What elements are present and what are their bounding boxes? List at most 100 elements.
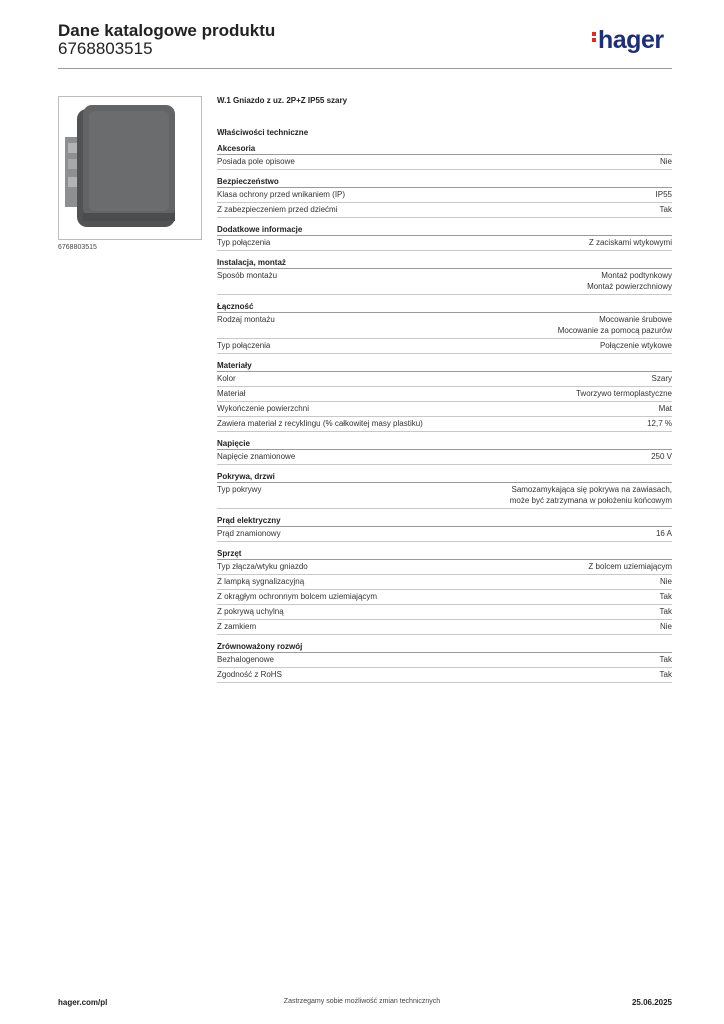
spec-row: Typ połączenia Połączenie wtykowe bbox=[217, 339, 672, 354]
spec-value-line: Montaż podtynkowy bbox=[601, 271, 672, 280]
spec-value-line: Mocowanie śrubowe bbox=[599, 315, 672, 324]
spec-label: Typ połączenia bbox=[217, 341, 271, 350]
spec-row: Wykończenie powierzchni Mat bbox=[217, 402, 672, 417]
spec-row: Typ złącza/wtyku gniazdo Z bolcem uziemia… bbox=[217, 560, 672, 575]
spec-value-line: Nie bbox=[659, 622, 672, 631]
logo-text: hager bbox=[598, 26, 664, 54]
image-caption: 6768803515 bbox=[58, 244, 97, 251]
group-title: Materiały bbox=[217, 360, 672, 372]
spec-value: Mat bbox=[659, 403, 672, 414]
spec-value-line: Nie bbox=[659, 157, 672, 166]
spec-value-line: IP55 bbox=[655, 190, 672, 199]
spec-value-line: 12,7 % bbox=[647, 419, 672, 428]
spec-row: Klasa ochrony przed wnikaniem (IP) IP55 bbox=[217, 188, 672, 203]
spec-row: Typ połączenia Z zaciskami wtykowymi bbox=[217, 236, 672, 251]
spec-row: Posiada pole opisowe Nie bbox=[217, 155, 672, 170]
section-title: Właściwości techniczne bbox=[217, 128, 309, 137]
product-photo-icon bbox=[65, 105, 175, 227]
group-title: Dodatkowe informacje bbox=[217, 224, 672, 236]
footer-site[interactable]: hager.com/pl bbox=[58, 998, 108, 1007]
spec-value-line: Połączenie wtykowe bbox=[599, 341, 672, 350]
spec-row: Zawiera materiał z recyklingu (% całkowi… bbox=[217, 417, 672, 432]
spec-label: Typ połączenia bbox=[217, 238, 271, 247]
spec-value: Nie bbox=[660, 576, 672, 587]
header-product-code: 6768803515 bbox=[58, 39, 153, 58]
header-rule bbox=[58, 68, 672, 69]
spec-row: Z zamkiem Nie bbox=[217, 620, 672, 635]
hager-logo: hager bbox=[592, 28, 664, 53]
specs-panel: W.1 Gniazdo z uz. 2P+Z IP55 szary Właści… bbox=[217, 96, 672, 683]
spec-row: Zgodność z RoHS Tak bbox=[217, 668, 672, 683]
spec-value: Samozamykająca się pokrywa na zawiasach,… bbox=[510, 484, 672, 506]
spec-value-line: Z zaciskami wtykowymi bbox=[588, 238, 672, 247]
spec-value: Tak bbox=[660, 654, 672, 665]
spec-value-line: Mat bbox=[658, 404, 672, 413]
group-title: Prąd elektryczny bbox=[217, 515, 672, 527]
spec-row: Z zabezpieczeniem przed dziećmi Tak bbox=[217, 203, 672, 218]
spec-label: Zawiera materiał z recyklingu (% całkowi… bbox=[217, 419, 423, 428]
footer-date: 25.06.2025 bbox=[631, 998, 672, 1007]
spec-label: Posiada pole opisowe bbox=[217, 157, 295, 166]
spec-value-line: Tworzywo termoplastyczne bbox=[575, 389, 672, 398]
footer-note: Zastrzegamy sobie możliwość zmian techni… bbox=[283, 998, 441, 1005]
spec-value: Tak bbox=[660, 591, 672, 602]
spec-value-line: Szary bbox=[651, 374, 672, 383]
product-name: W.1 Gniazdo z uz. 2P+Z IP55 szary bbox=[217, 96, 348, 105]
spec-value-line: Tak bbox=[659, 607, 672, 616]
spec-value: Nie bbox=[660, 621, 672, 632]
spec-value: Tak bbox=[660, 606, 672, 617]
spec-value: Tak bbox=[660, 204, 672, 215]
group-title: Sprzęt bbox=[217, 548, 672, 560]
spec-value: Połączenie wtykowe bbox=[600, 340, 672, 351]
spec-label: Sposób montażu bbox=[217, 271, 278, 280]
group-title: Akcesoria bbox=[217, 143, 672, 155]
group-title: Instalacja, montaż bbox=[217, 257, 672, 269]
header-title: Dane katalogowe produktu bbox=[58, 21, 276, 40]
spec-value: Tworzywo termoplastyczne bbox=[576, 388, 672, 399]
spec-label: Typ złącza/wtyku gniazdo bbox=[217, 562, 308, 571]
spec-value-line: Tak bbox=[659, 592, 672, 601]
spec-row: Z okrągłym ochronnym bolcem uziemiającym… bbox=[217, 590, 672, 605]
spec-value-line: Tak bbox=[659, 205, 672, 214]
spec-value-line: Z bolcem uziemiającym bbox=[588, 562, 672, 571]
group-title: Zrównoważony rozwój bbox=[217, 641, 672, 653]
spec-label: Wykończenie powierzchni bbox=[217, 404, 309, 413]
spec-label: Kolor bbox=[217, 374, 236, 383]
spec-value-line: Nie bbox=[659, 577, 672, 586]
spec-label: Z pokrywą uchylną bbox=[217, 607, 284, 616]
spec-label: Rodzaj montażu bbox=[217, 315, 275, 324]
spec-value: 12,7 % bbox=[647, 418, 672, 429]
spec-label: Napięcie znamionowe bbox=[217, 452, 296, 461]
spec-label: Z zabezpieczeniem przed dziećmi bbox=[217, 205, 338, 214]
spec-value: Tak bbox=[660, 669, 672, 680]
group-title: Łączność bbox=[217, 301, 672, 313]
spec-value-line: Mocowanie za pomocą pazurów bbox=[557, 326, 672, 335]
logo-dots-icon bbox=[592, 30, 596, 44]
spec-value-line: Tak bbox=[659, 670, 672, 679]
spec-label: Zgodność z RoHS bbox=[217, 670, 282, 679]
spec-value: Nie bbox=[660, 156, 672, 167]
spec-row: Kolor Szary bbox=[217, 372, 672, 387]
spec-value-line: Montaż powierzchniowy bbox=[587, 282, 672, 291]
spec-label: Materiał bbox=[217, 389, 246, 398]
spec-value-line: Tak bbox=[659, 655, 672, 664]
spec-label: Klasa ochrony przed wnikaniem (IP) bbox=[217, 190, 346, 199]
spec-value: Szary bbox=[652, 373, 672, 384]
product-image bbox=[58, 96, 202, 240]
spec-label: Z zamkiem bbox=[217, 622, 257, 631]
spec-value-line: 16 A bbox=[655, 529, 672, 538]
